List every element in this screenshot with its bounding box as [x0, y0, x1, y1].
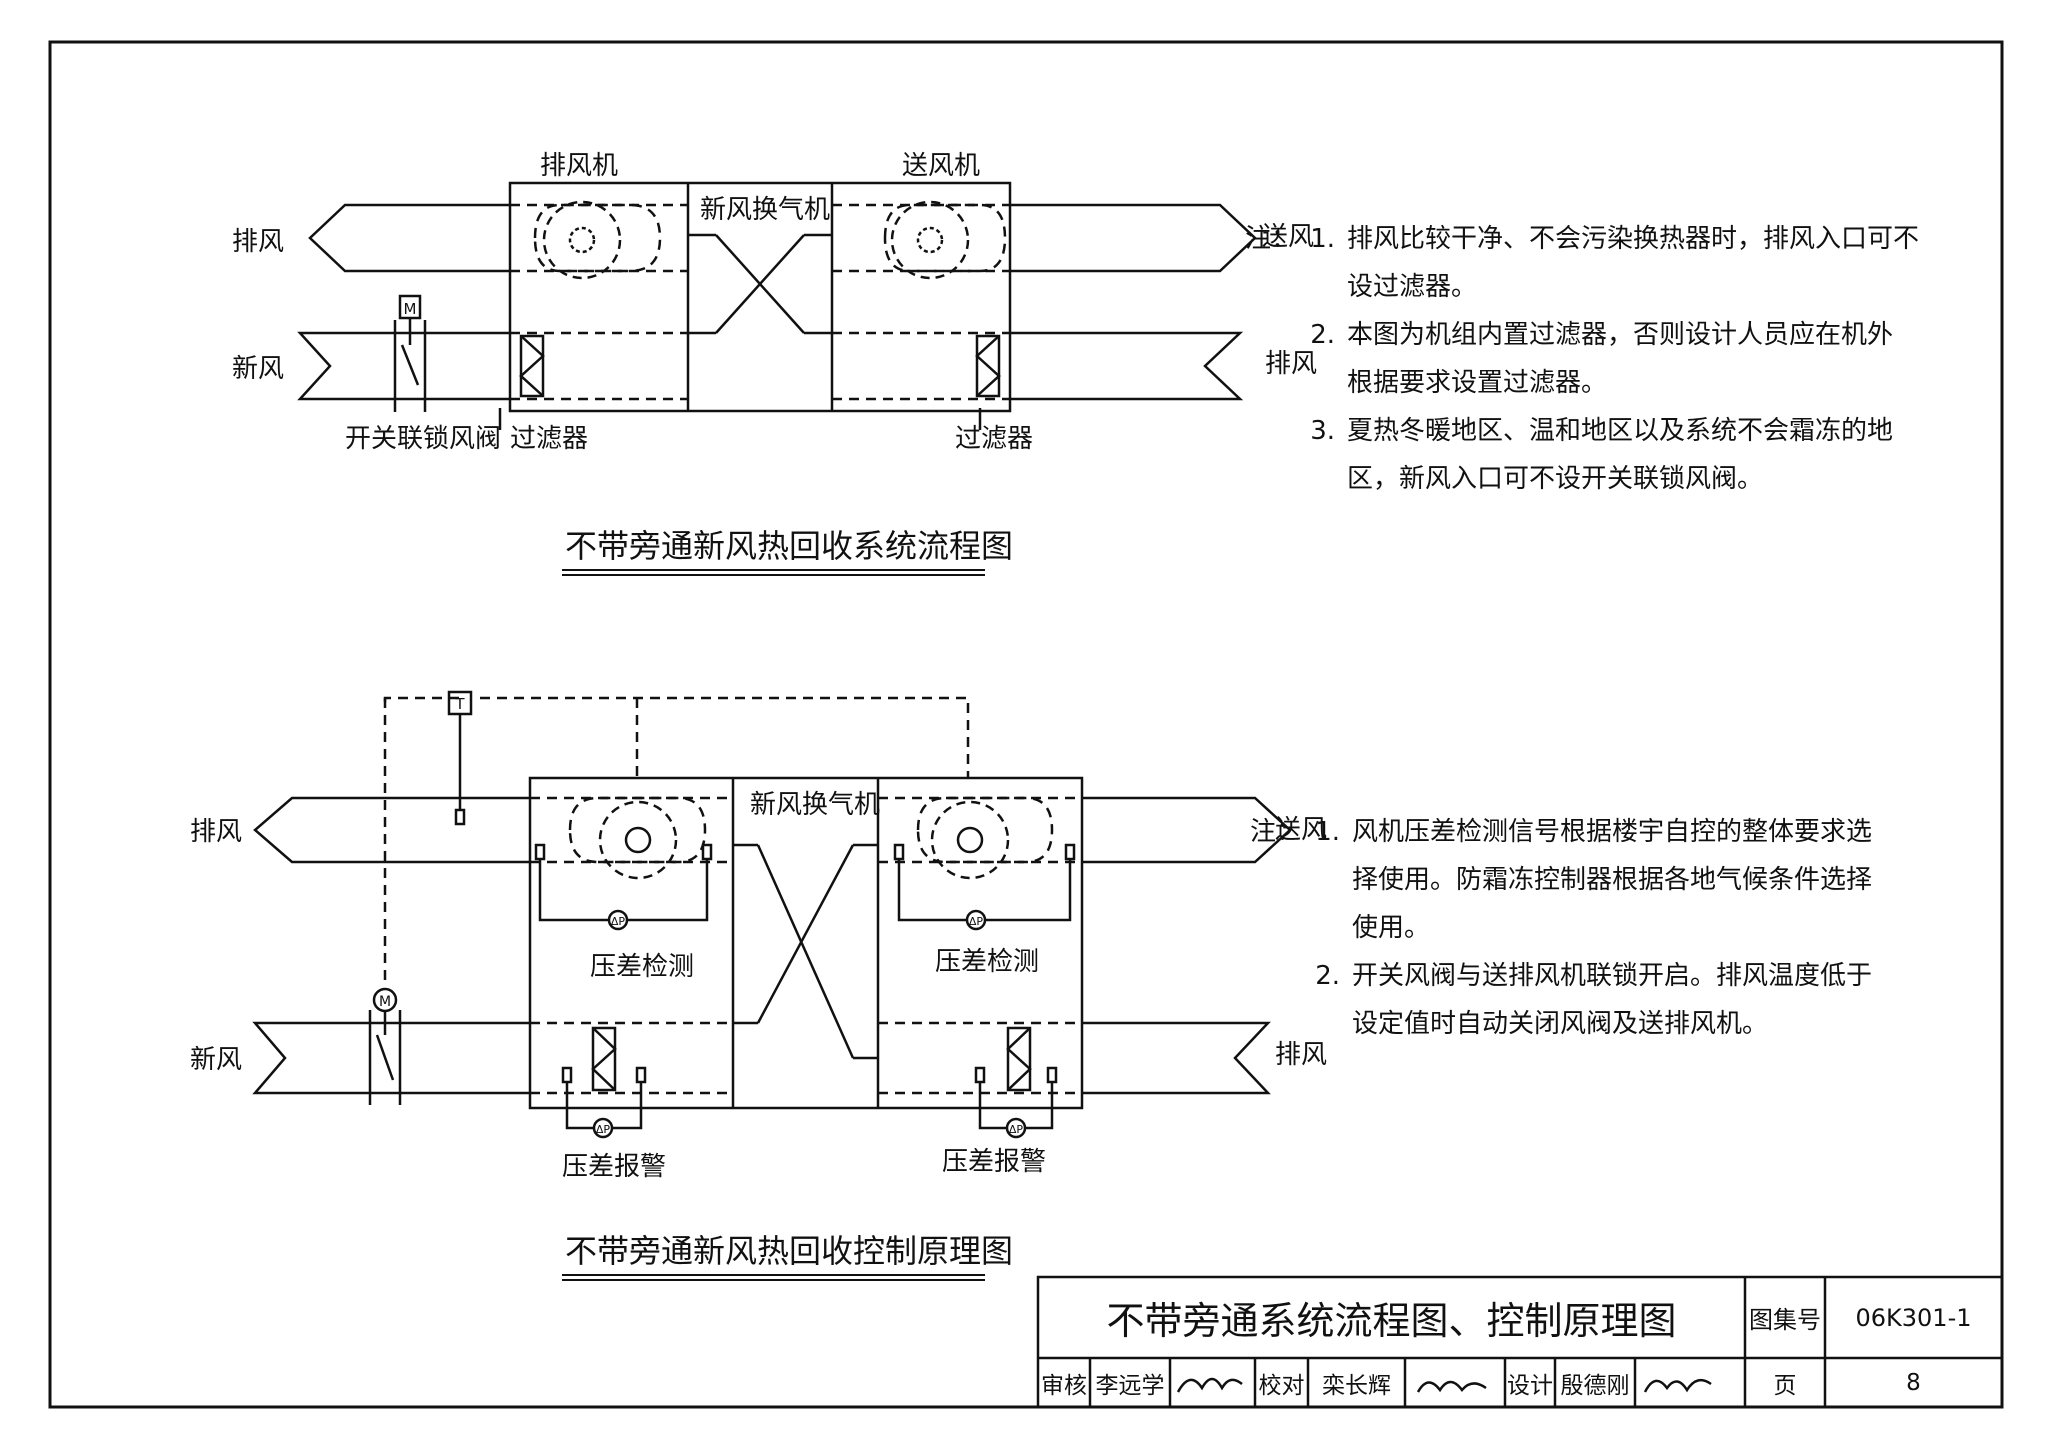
motor-text-1: M	[404, 300, 417, 318]
notes1-prefix: 注：	[1245, 224, 1298, 254]
note1-3-num: 3.	[1310, 416, 1335, 446]
checker-signature	[1416, 1380, 1487, 1393]
erv-label-2: 新风换气机	[750, 790, 880, 820]
notes-2: 注： 1. 风机压差检测信号根据楼宇自控的整体要求选 择使用。防霜冻控制器根据各地气…	[1250, 808, 1970, 1048]
erv-casing-1	[508, 181, 1012, 413]
note2-2-line2: 设定值时自动关闭风阀及送排风机。	[1352, 1009, 1769, 1039]
fresh-left-label-1: 新风	[232, 354, 284, 384]
note2-1-line3: 使用。	[1352, 913, 1431, 943]
motor-box-1	[398, 294, 422, 320]
dp-gauge-filter-right	[1005, 1117, 1027, 1139]
filter-left-2	[591, 1026, 617, 1092]
damper-label: 开关联锁风阀	[345, 424, 501, 454]
exhaust-right-label-1: 排风	[1265, 349, 1317, 379]
supply-right-label-2: 送风	[1275, 815, 1327, 845]
dp-detect-left-label: 压差检测	[590, 952, 694, 982]
note1-2-line1: 本图为机组内置过滤器，否则设计人员应在机外	[1347, 320, 1894, 350]
dp-symbol-1: ΔP	[611, 915, 626, 928]
dp-symbol-2: ΔP	[969, 915, 984, 928]
title-block-main-title: 不带旁通系统流程图、控制原理图	[1106, 1299, 1677, 1343]
exhaust-fan-label: 排风机	[540, 151, 618, 181]
note1-2-line2: 根据要求设置过滤器。	[1347, 368, 1608, 398]
exhaust-left-label-2: 排风	[190, 817, 242, 847]
motor-text-2: M	[379, 994, 391, 1010]
supply-duct-right-2	[1082, 796, 1292, 864]
page-number: 8	[1906, 1369, 1921, 1396]
exhaust-duct-right-1	[1010, 331, 1244, 401]
reviewer-signature	[1176, 1377, 1243, 1393]
atlas-number: 06K301-1	[1855, 1303, 1972, 1332]
diagram2-title: 不带旁通新风热回收控制原理图	[565, 1232, 1013, 1270]
filter-right-label: 过滤器	[955, 424, 1033, 454]
page-label: 页	[1773, 1372, 1797, 1399]
review-label: 审核	[1041, 1372, 1087, 1399]
note1-3-line1: 夏热冬暖地区、温和地区以及系统不会霜冻的地	[1347, 416, 1894, 446]
note2-2-num: 2.	[1315, 961, 1340, 991]
fresh-left-label-2: 新风	[190, 1045, 242, 1075]
dp-symbol-4: ΔP	[1009, 1123, 1024, 1136]
fresh-duct-left-1	[297, 331, 510, 401]
reviewer-name: 李远学	[1095, 1372, 1165, 1399]
designer-signature	[1643, 1378, 1712, 1393]
note1-1-num: 1.	[1310, 224, 1335, 254]
notes-1: 注： 1. 排风比较干净、不会污染换热器时，排风入口可不 设过滤器。 2. 本图为机组…	[1245, 215, 1965, 503]
title-block-frame	[1036, 1275, 2004, 1409]
designer-name: 殷德刚	[1560, 1372, 1630, 1399]
diagram1-flow	[297, 181, 1257, 430]
dp-alarm-right-label: 压差报警	[942, 1147, 1046, 1177]
note1-3-line2: 区，新风入口可不设开关联锁风阀。	[1347, 464, 1764, 494]
exhaust-fan-wheel-2	[598, 800, 678, 880]
notes2-prefix: 注：	[1250, 817, 1303, 847]
title-underlines	[562, 569, 985, 1281]
exhaust-duct-left-2	[253, 796, 530, 864]
erv-label-1: 新风换气机	[700, 195, 830, 225]
dp-alarm-left-label: 压差报警	[562, 1152, 666, 1182]
sheet-border	[48, 40, 2004, 1409]
filter-left-label: 过滤器	[510, 424, 588, 454]
filter-left-1	[519, 334, 545, 398]
note2-1-line1: 风机压差检测信号根据楼宇自控的整体要求选	[1352, 817, 1873, 847]
note2-1-line2: 择使用。防霜冻控制器根据各地气候条件选择	[1352, 865, 1873, 895]
note1-1-line1: 排风比较干净、不会污染换热器时，排风入口可不	[1347, 224, 1920, 254]
dp-gauge-fan-left	[607, 909, 629, 931]
dp-detect-right-label: 压差检测	[935, 947, 1039, 977]
exhaust-right-label-2: 排风	[1275, 1040, 1327, 1070]
check-label: 校对	[1258, 1372, 1305, 1399]
diagram2-control	[252, 690, 1292, 1139]
diagram1-title: 不带旁通新风热回收系统流程图	[565, 527, 1013, 565]
checker-name: 栾长辉	[1322, 1372, 1391, 1399]
note1-1-line2: 设过滤器。	[1347, 272, 1478, 302]
exhaust-duct-left-1	[308, 203, 510, 273]
dp-symbol-3: ΔP	[596, 1123, 611, 1136]
temp-sensor-text: T	[454, 695, 465, 713]
erv-casing-2	[528, 776, 1084, 1110]
dp-gauge-fan-right	[965, 909, 987, 931]
supply-right-label-1: 送风	[1262, 222, 1314, 252]
note1-2-num: 2.	[1310, 320, 1335, 350]
exhaust-left-label-1: 排风	[232, 227, 284, 257]
supply-fan-label: 送风机	[902, 151, 980, 181]
supply-duct-right-1	[1010, 203, 1257, 273]
filter-right-2	[1006, 1026, 1032, 1092]
note2-2-line1: 开关风阀与送排风机联锁开启。排风温度低于	[1352, 961, 1873, 991]
note2-1-num: 1.	[1315, 817, 1340, 847]
design-label: 设计	[1507, 1372, 1553, 1399]
exhaust-fan-wheel-1	[542, 200, 622, 280]
exhaust-duct-right-2	[1082, 1021, 1271, 1095]
atlas-label: 图集号	[1749, 1306, 1821, 1334]
dp-gauge-filter-left	[592, 1117, 614, 1139]
filter-right-1	[975, 334, 1001, 398]
temp-probe	[454, 808, 466, 826]
fresh-duct-left-2	[252, 1021, 530, 1095]
supply-fan-wheel-1	[890, 200, 970, 280]
diagram-labels: 排风机 送风机 新风换气机 排风 新风 送风 排风 开关联锁风阀 过滤器 过滤器…	[190, 151, 1327, 1270]
supply-fan-wheel-2	[930, 800, 1010, 880]
